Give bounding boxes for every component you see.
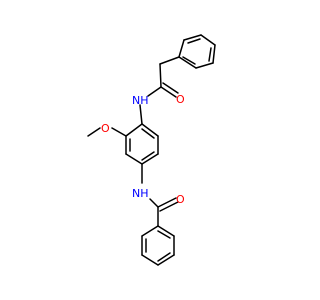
central-ring — [125, 123, 159, 165]
molecule-structure: NH O O NH O — [87, 34, 216, 266]
o-bottom-label: O — [176, 193, 185, 206]
top-phenyl-ring — [178, 34, 216, 69]
nh-top-label: NH — [132, 94, 149, 107]
benzamide-linkage — [141, 163, 179, 227]
phenylacetyl-chain — [139, 56, 180, 125]
atom-labels: NH O O NH O — [101, 93, 185, 206]
o-methoxy-label: O — [101, 122, 110, 135]
methoxy-group — [87, 127, 127, 137]
o-top-label: O — [176, 93, 185, 106]
bottom-phenyl-ring — [141, 225, 175, 266]
nh-bottom-label: NH — [132, 187, 149, 200]
